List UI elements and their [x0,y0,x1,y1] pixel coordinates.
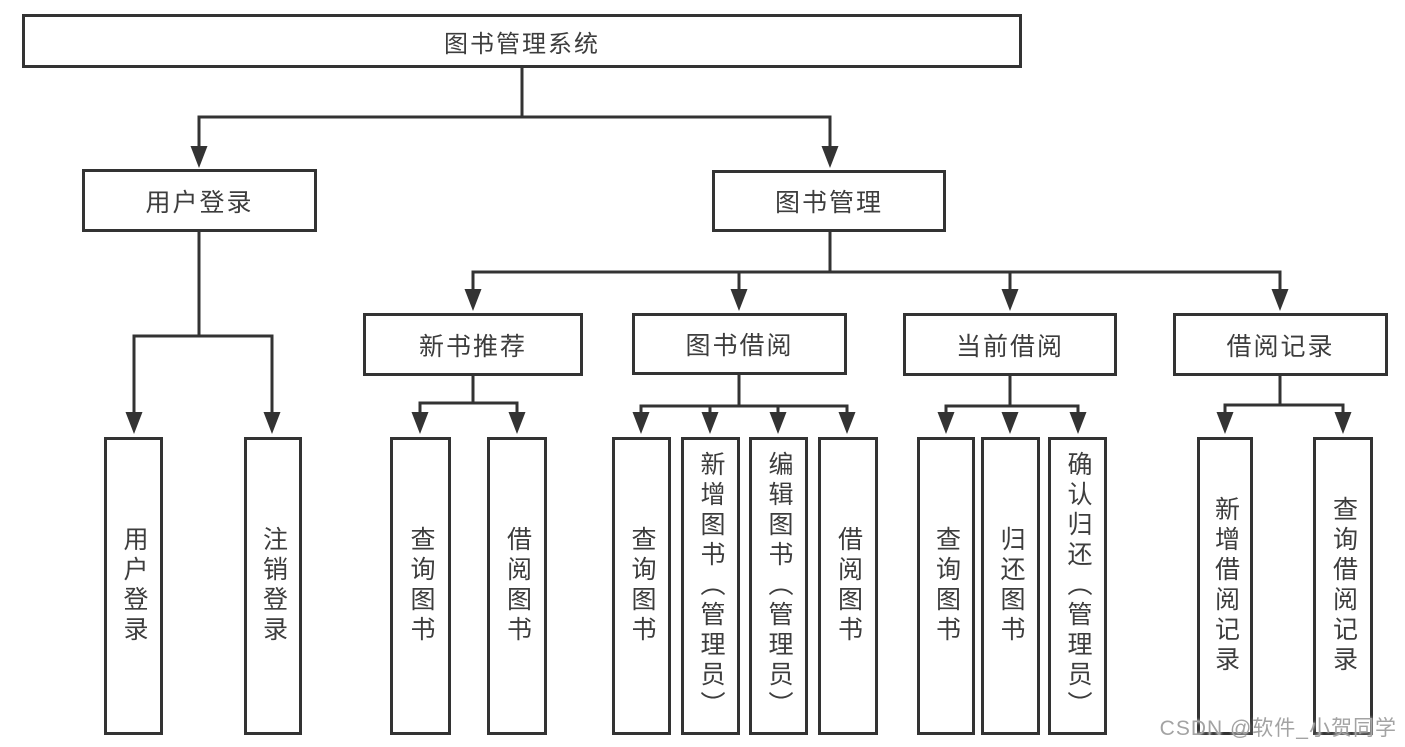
leaf-query-books-2: 查询图书 [612,437,671,735]
node-user-login: 用户登录 [82,169,317,232]
node-label: 归还图书 [997,526,1025,646]
leaf-query-borrow-record: 查询借阅记录 [1313,437,1373,735]
node-new-book-recommend: 新书推荐 [363,313,583,376]
node-label: 图书借阅 [685,332,794,360]
node-label: 查询图书 [407,526,435,646]
node-borrowing-records: 借阅记录 [1173,313,1388,376]
node-label: 查询图书 [628,526,656,646]
csdn-watermark: CSDN @软件_小贺同学 [1159,717,1397,740]
leaf-logout: 注销登录 [244,437,302,735]
node-label: 图书管理 [774,189,883,217]
node-book-management: 图书管理 [712,170,946,232]
leaf-add-book-admin: 新增图书（管理员） [681,437,740,735]
node-label: 编辑图书（管理员） [765,451,793,721]
leaf-return-books: 归还图书 [981,437,1040,735]
node-label: 查询图书 [932,526,961,646]
node-library-system: 图书管理系统 [22,14,1022,68]
leaf-user-login: 用户登录 [104,437,163,735]
node-book-borrowing: 图书借阅 [632,313,847,375]
node-label: 新书推荐 [418,332,527,361]
node-current-borrowing: 当前借阅 [903,313,1117,376]
leaf-borrow-books-2: 借阅图书 [818,437,878,735]
node-label: 注销登录 [259,526,288,646]
node-label: 借阅记录 [1226,332,1335,361]
node-label: 图书管理系统 [444,30,600,58]
node-label: 确认归还（管理员） [1064,451,1092,721]
leaf-borrow-books-1: 借阅图书 [487,437,547,735]
leaf-query-books-3: 查询图书 [917,437,975,735]
node-label: 当前借阅 [955,332,1064,361]
node-label: 查询借阅记录 [1329,496,1358,676]
node-label: 用户登录 [120,526,148,646]
node-label: 借阅图书 [503,526,532,646]
leaf-add-borrow-record: 新增借阅记录 [1197,437,1253,735]
node-label: 借阅图书 [834,526,863,646]
leaf-edit-book-admin: 编辑图书（管理员） [749,437,808,735]
node-label: 新增借阅记录 [1211,496,1240,676]
leaf-confirm-return-admin: 确认归还（管理员） [1048,437,1107,735]
node-label: 用户登录 [145,188,254,217]
node-label: 新增图书（管理员） [697,451,725,721]
leaf-query-books-1: 查询图书 [390,437,451,735]
